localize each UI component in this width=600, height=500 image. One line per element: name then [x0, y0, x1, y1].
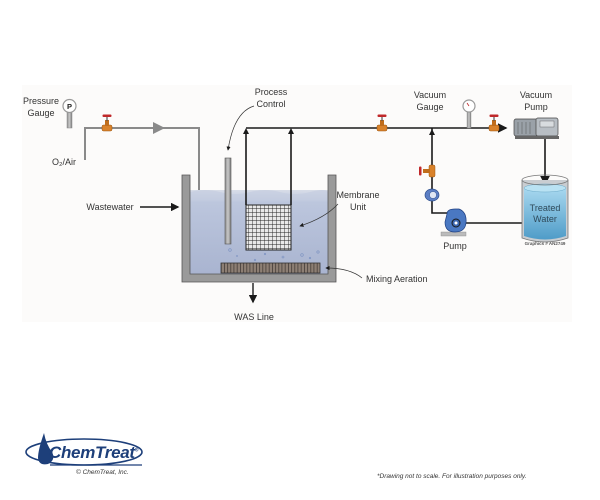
membrane-unit-label-1: Membrane — [336, 190, 379, 200]
mixing-aeration-label: Mixing Aeration — [366, 274, 428, 284]
vacuum-pump-label-1: Vacuum — [520, 90, 552, 100]
copyright-notice: © ChemTreat, Inc. — [76, 469, 129, 476]
process-control-label-1: Process — [255, 87, 288, 97]
flow-meter-icon — [424, 188, 440, 202]
air-valve-icon — [101, 114, 113, 132]
water-drop-icon — [38, 433, 54, 465]
pressure-gauge-icon: P — [62, 98, 77, 129]
treated-water-label-2: Water — [533, 214, 557, 224]
vacuum-gauge-label-2: Gauge — [416, 102, 443, 112]
vacuum-gauge-label-1: Vacuum — [414, 90, 446, 100]
disclaimer-text: *Drawing not to scale. For illustration … — [377, 473, 527, 480]
recycle-valve-icon — [419, 164, 436, 178]
aeration-bubbles — [228, 248, 320, 262]
vacuum-valve-icon — [488, 114, 500, 132]
graphics-id-label: Graphics # AN2749 — [525, 241, 566, 246]
membrane-unit-label-2: Unit — [350, 202, 367, 212]
centrifugal-pump-icon — [440, 208, 467, 237]
membrane-unit — [243, 128, 294, 251]
brand-name: ChemTreat® — [49, 443, 139, 463]
vacuum-pump-label-2: Pump — [524, 102, 548, 112]
o2-air-label: O₂/Air — [52, 157, 76, 167]
pump-label: Pump — [443, 241, 467, 251]
mixing-aeration-diffuser — [220, 262, 321, 274]
vacuum-pump-icon — [513, 117, 559, 139]
process-control-label-2: Control — [256, 99, 285, 109]
treated-water-label-1: Treated — [530, 203, 561, 213]
vacuum-gauge-icon — [462, 99, 476, 129]
permeate-valve-icon — [376, 114, 388, 132]
pressure-gauge-label-1: Pressure — [23, 96, 59, 106]
callout-leaders — [226, 105, 363, 279]
treated-water-tank: Treated Water — [521, 174, 569, 243]
wastewater-label: Wastewater — [86, 202, 133, 212]
registered-mark: ® — [134, 447, 139, 454]
was-line-label: WAS Line — [234, 312, 274, 322]
chemtreat-logo — [25, 433, 143, 466]
pressure-gauge-label-2: Gauge — [27, 108, 54, 118]
pressure-gauge-symbol: P — [67, 102, 72, 111]
process-control-probe — [224, 157, 232, 245]
permeate-line — [246, 123, 550, 224]
brand-text: ChemTreat — [49, 443, 135, 462]
